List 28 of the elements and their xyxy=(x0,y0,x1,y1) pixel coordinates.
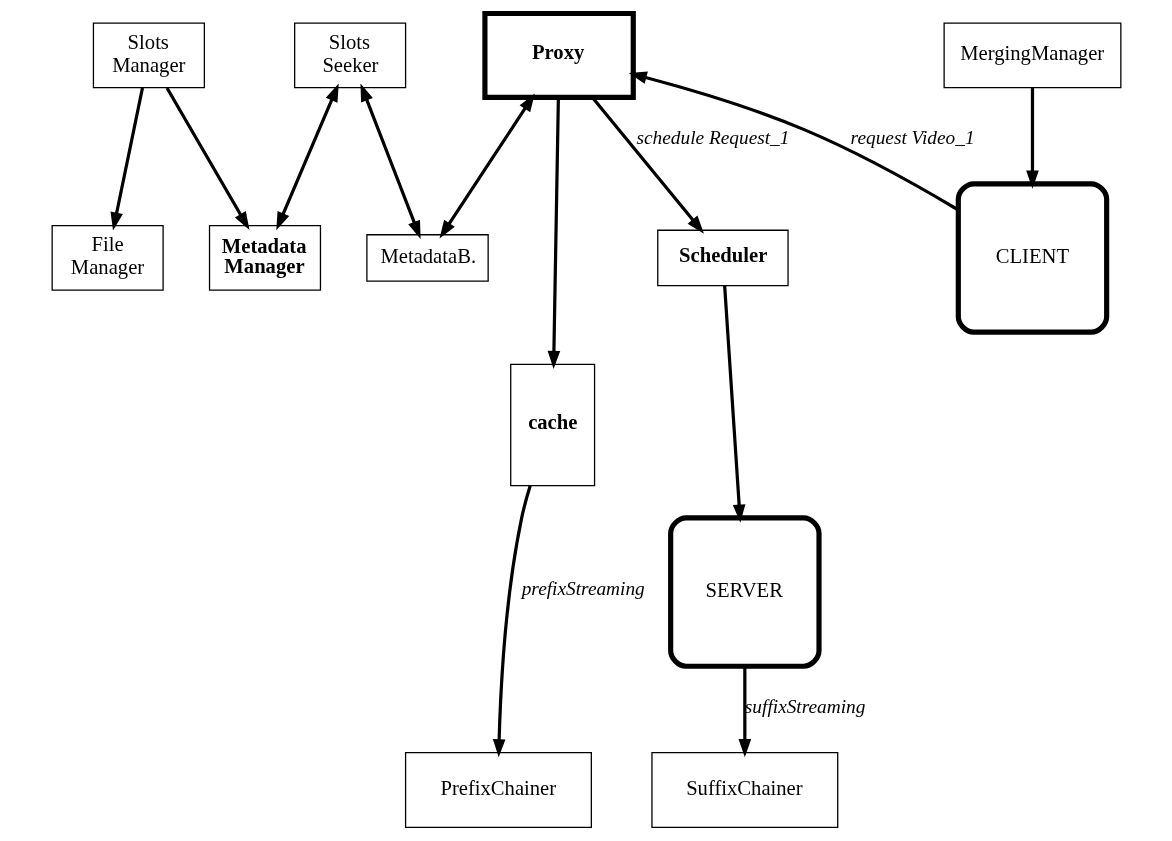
edge-label: schedule Request_1 xyxy=(635,126,789,148)
arrow xyxy=(722,285,745,523)
node-box: Proxy xyxy=(481,10,636,100)
node-box: MetadataB. xyxy=(365,234,489,282)
node-box: PrefixChainer xyxy=(404,752,592,829)
node-box: SuffixChainer xyxy=(650,752,838,829)
node-box: CLIENT xyxy=(955,181,1109,335)
node-box: Scheduler xyxy=(656,229,789,287)
node-box: File Manager xyxy=(51,225,164,291)
arrow xyxy=(547,97,560,369)
edge-label: prefixStreaming xyxy=(521,578,645,600)
node-box: MergingManager xyxy=(942,22,1121,89)
node-box: Slots Seeker xyxy=(293,22,406,89)
arrow xyxy=(275,83,339,231)
arrow xyxy=(439,93,535,239)
arrow xyxy=(359,83,421,239)
arrow xyxy=(1025,88,1039,189)
arrow xyxy=(738,666,751,758)
arrow xyxy=(628,71,959,212)
arrow xyxy=(492,485,532,758)
edge-label: request Video_1 xyxy=(850,126,975,148)
node-box: Slots Manager xyxy=(92,22,205,89)
node-box: Metadata Manager xyxy=(208,225,321,291)
arrow xyxy=(165,87,249,230)
node-box: cache xyxy=(509,363,595,487)
arrow xyxy=(110,87,144,231)
edge-label: suffixStreaming xyxy=(744,695,865,717)
node-box: SERVER xyxy=(667,515,822,669)
